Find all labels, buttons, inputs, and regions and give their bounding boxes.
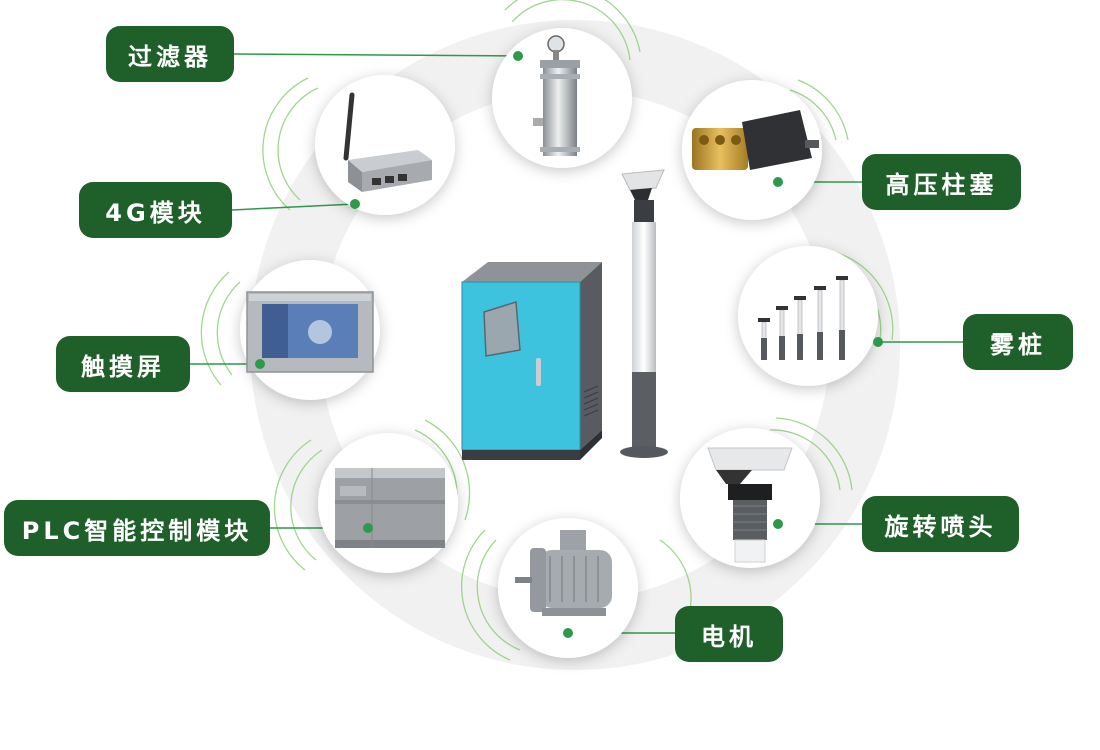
label-4g-module: 4G模块 <box>79 182 232 238</box>
touch-panel-icon <box>246 291 374 373</box>
label-touchscreen: 触摸屏 <box>56 336 190 392</box>
label-filter: 过滤器 <box>106 26 234 82</box>
rotary-nozzle-icon <box>707 447 793 563</box>
plunger-pump-icon <box>692 110 819 170</box>
plc-module-icon <box>335 468 445 548</box>
4g-router-icon <box>343 92 432 192</box>
label-plc-module: PLC智能控制模块 <box>4 500 270 556</box>
electric-motor-icon <box>515 530 612 616</box>
central-mist-post <box>620 169 668 458</box>
mist-posts-icon <box>758 276 848 360</box>
label-motor: 电机 <box>675 606 783 662</box>
label-mist-post: 雾桩 <box>963 314 1073 370</box>
control-cabinet <box>461 262 602 460</box>
label-plunger-pump: 高压柱塞 <box>862 154 1021 210</box>
connector-dots <box>255 51 883 638</box>
label-rotary-nozzle: 旋转喷头 <box>862 496 1019 552</box>
stainless-filter-icon <box>533 35 580 156</box>
